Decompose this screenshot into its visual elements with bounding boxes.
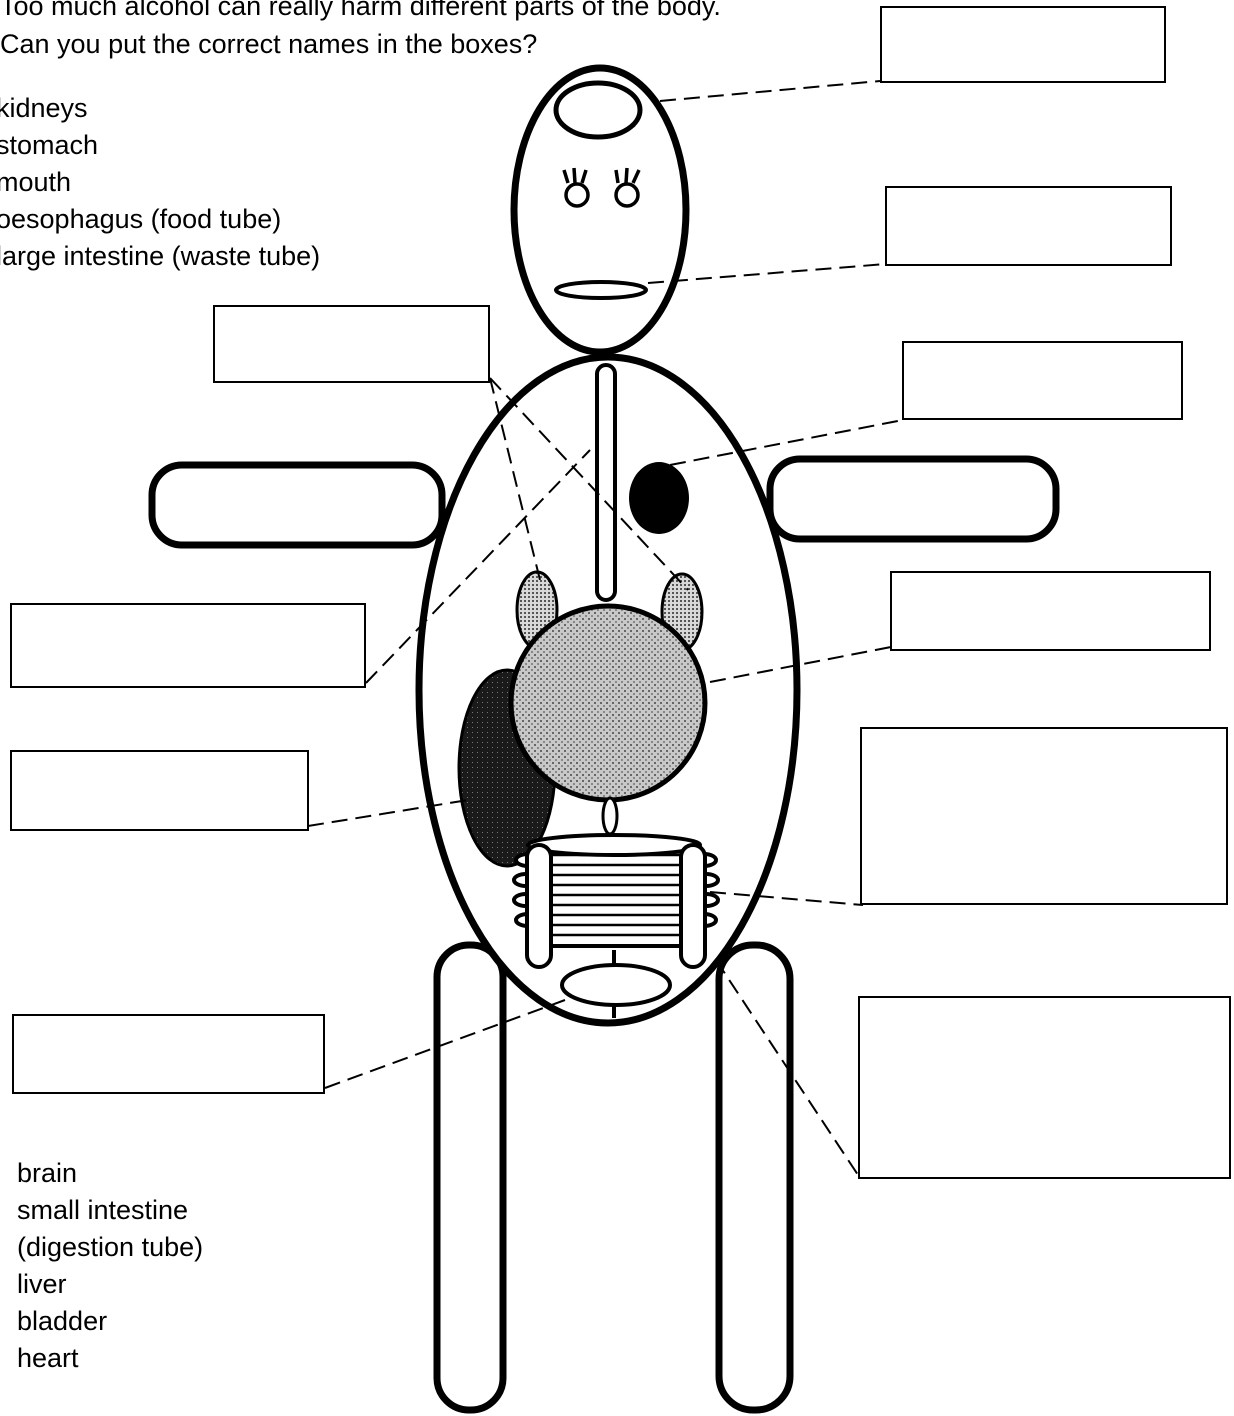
answer-box-bladder[interactable] — [12, 1014, 325, 1094]
right-leg — [719, 945, 790, 1410]
answer-box-stomach[interactable] — [890, 571, 1211, 651]
answer-box-mouth[interactable] — [885, 186, 1172, 266]
bladder — [562, 965, 670, 1005]
pylorus — [603, 798, 617, 834]
left-leg — [437, 945, 503, 1410]
stomach — [511, 606, 705, 800]
small-intestine — [527, 835, 705, 967]
oesophagus — [597, 365, 615, 600]
answer-box-large-intestine[interactable] — [858, 996, 1231, 1179]
left-arm — [152, 465, 442, 545]
mouth — [556, 282, 646, 298]
answer-box-kidneys[interactable] — [213, 305, 490, 383]
heart — [629, 462, 689, 534]
right-arm — [770, 459, 1056, 539]
answer-box-heart[interactable] — [902, 341, 1183, 420]
answer-box-liver[interactable] — [10, 750, 309, 831]
answer-box-small-intestine[interactable] — [860, 727, 1228, 905]
answer-box-brain[interactable] — [880, 6, 1166, 83]
brain — [556, 83, 640, 137]
answer-box-oesophagus[interactable] — [10, 603, 366, 688]
